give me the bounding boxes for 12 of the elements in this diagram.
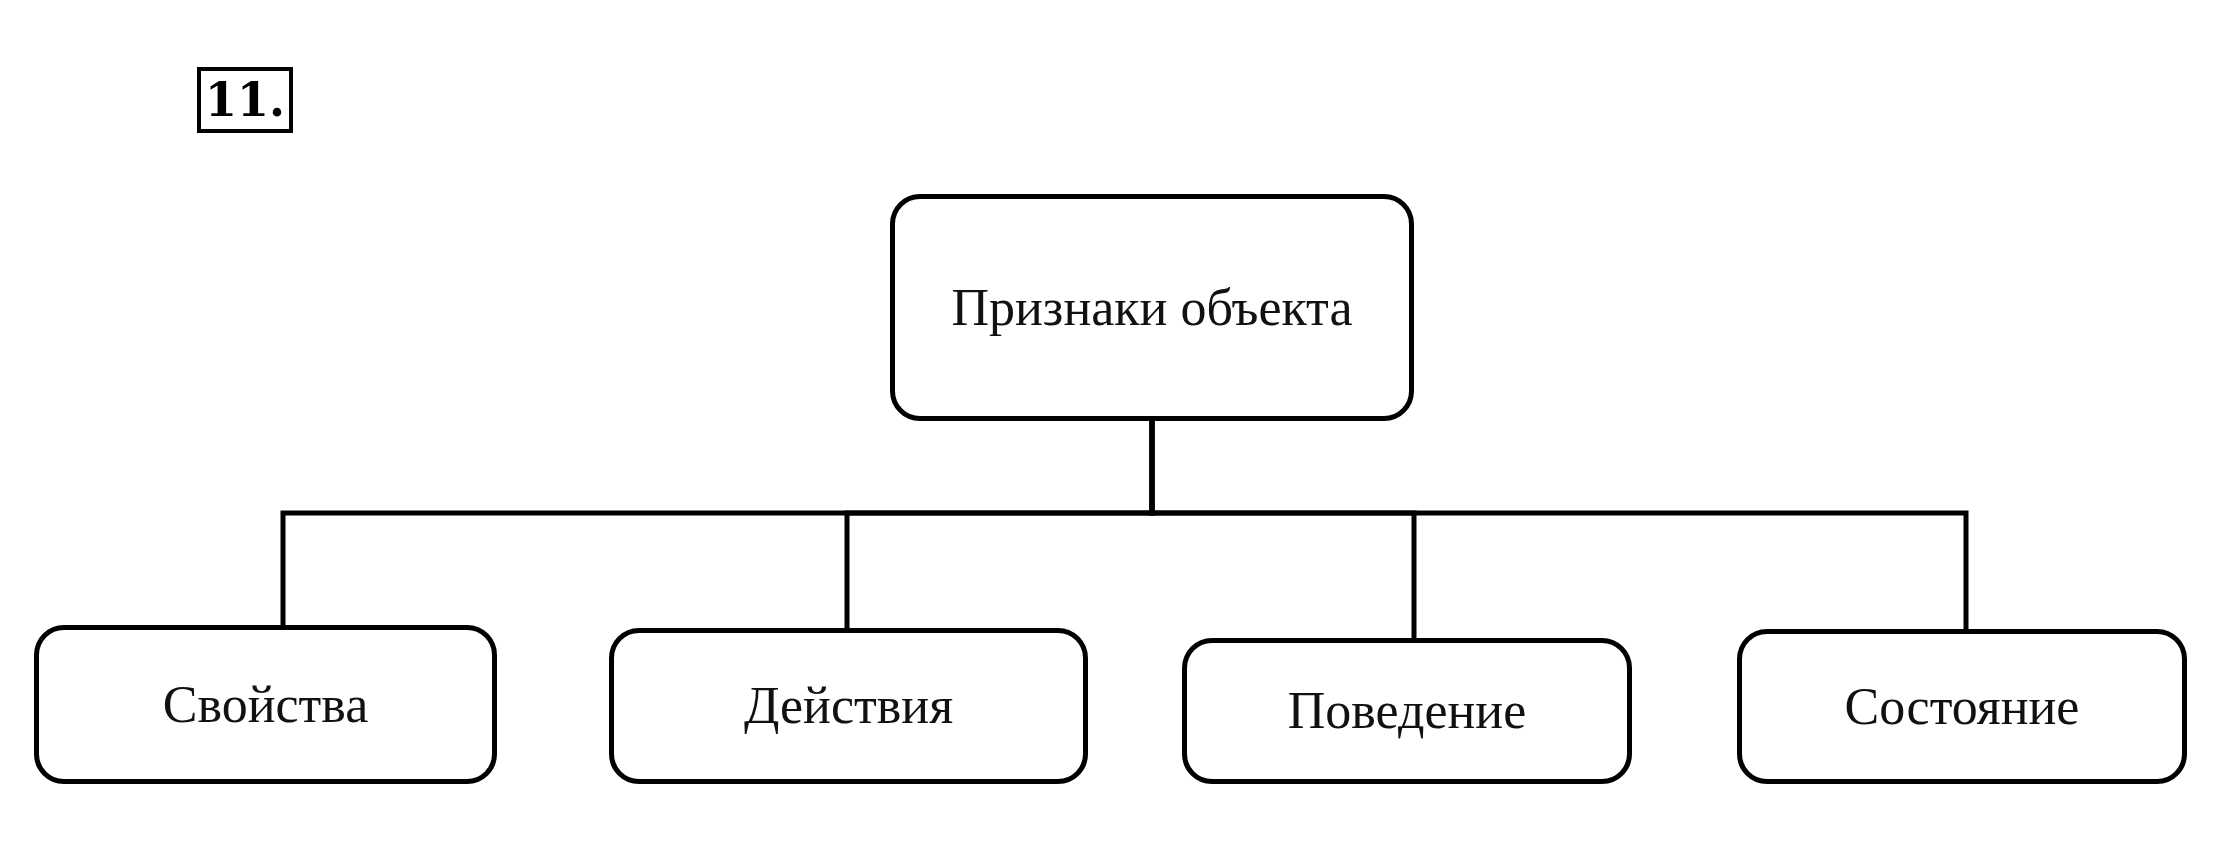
task-number: 11. <box>197 67 294 133</box>
box-label: Поведение <box>1287 681 1527 742</box>
box-label: Состояние <box>1844 676 2080 737</box>
category-box <box>1182 638 1632 784</box>
box-label: Действия <box>743 676 954 737</box>
category-box <box>34 625 497 784</box>
box-label: Свойства <box>162 674 369 735</box>
box-label: Признаки объекта <box>951 277 1353 338</box>
root-box <box>890 194 1414 421</box>
category-box <box>1737 629 2187 784</box>
category-box <box>609 628 1088 784</box>
connector-line <box>1149 421 1969 629</box>
